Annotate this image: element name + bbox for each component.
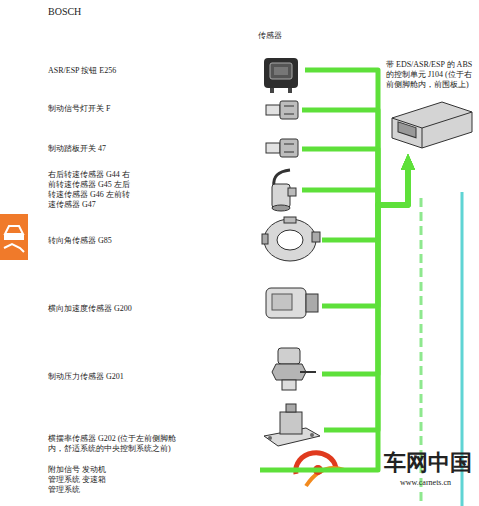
signal-arrow bbox=[302, 149, 408, 205]
switch-icon bbox=[265, 98, 301, 122]
sensor: 制动踏板开关 47 bbox=[48, 136, 300, 162]
node-label: ASR/ESP 按钮 E256 bbox=[48, 66, 228, 76]
steer-icon bbox=[258, 216, 322, 264]
control-unit: 带 EDS/ASR/ESP 的 ABS 的控制单元 J104 (位于右前侧脚舱内… bbox=[386, 60, 476, 154]
brand: BOSCH bbox=[48, 6, 81, 17]
node-label: 附加信号 发动机管理系统 变速箱管理系统 bbox=[48, 465, 108, 495]
press-icon bbox=[270, 344, 320, 394]
node-label: 横向加速度传感器 G200 bbox=[48, 304, 228, 314]
sensor: 横向加速度传感器 G200 bbox=[48, 280, 320, 328]
wheel-icon bbox=[268, 166, 302, 212]
signal-arrow bbox=[324, 162, 408, 430]
yaw-icon bbox=[262, 402, 322, 450]
node-label: 右后转速传感器 G44 右前转速传感器 G45 左后转速传感器 G46 左前转速… bbox=[48, 170, 134, 210]
accel-icon bbox=[262, 280, 320, 326]
button-icon bbox=[262, 56, 302, 94]
signal-arrow bbox=[302, 162, 408, 205]
node-label: 制动踏板开关 47 bbox=[48, 144, 228, 154]
node-label: 制动信号灯开关 F bbox=[48, 104, 228, 114]
node-label: 横摆率传感器 G202 (位于左前侧脚舱内，舒适系统的中央控制系统之前) bbox=[48, 434, 188, 454]
signal-arrow bbox=[322, 162, 408, 306]
sensor: 横摆率传感器 G202 (位于左前侧脚舱内，舒适系统的中央控制系统之前) bbox=[48, 402, 322, 456]
sensor: 制动信号灯开关 F bbox=[48, 98, 300, 122]
sensor: 制动压力传感器 G201 bbox=[48, 344, 320, 394]
node-label: 制动压力传感器 G201 bbox=[48, 372, 228, 382]
ecu-box bbox=[386, 96, 476, 152]
chapter-icon bbox=[0, 214, 28, 260]
column-heading: 传感器 bbox=[258, 30, 282, 41]
watermark: 车网中国 bbox=[384, 451, 472, 475]
sensor: 右后转速传感器 G44 右前转速传感器 G45 左后转速传感器 G46 左前转速… bbox=[48, 166, 300, 214]
sensor: ASR/ESP 按钮 E256 bbox=[48, 56, 303, 96]
signal-arrow bbox=[260, 162, 408, 470]
switch-icon bbox=[265, 136, 301, 160]
signal-arrow bbox=[322, 162, 408, 240]
node-label: 带 EDS/ASR/ESP 的 ABS 的控制单元 J104 (位于右前侧脚舱内… bbox=[386, 60, 474, 90]
sensor: 转向角传感器 G85 bbox=[48, 216, 320, 264]
sensor: 附加信号 发动机管理系统 变速箱管理系统 bbox=[48, 465, 258, 497]
watermark-url: www.carnets.cn bbox=[400, 478, 451, 487]
node-label: 转向角传感器 G85 bbox=[48, 236, 228, 246]
signal-arrow bbox=[322, 162, 408, 374]
